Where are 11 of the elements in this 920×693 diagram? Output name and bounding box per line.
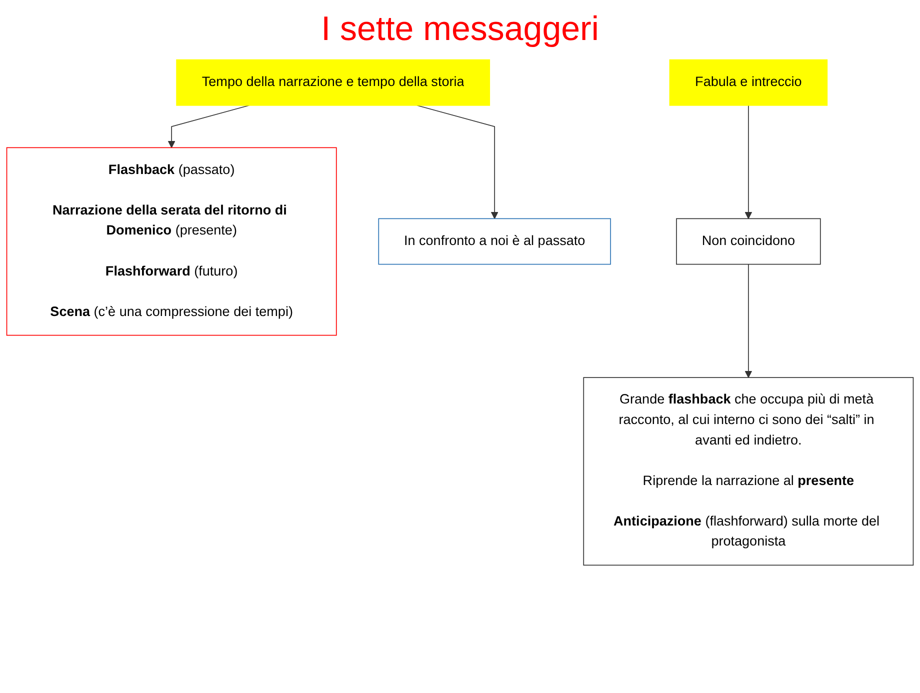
node-box: Non coincidono <box>676 218 821 265</box>
node-box: Fabula e intreccio <box>669 59 828 106</box>
node-box: In confronto a noi è al passato <box>378 218 611 265</box>
arrow <box>744 264 752 378</box>
arrow <box>416 104 498 219</box>
node-box: Flashback (passato) Narrazione della serata del ritorno di Domenico (presente) Flashforward (futuro) Scena (c’è una compressione dei tempi) <box>6 147 337 336</box>
arrow <box>744 104 752 219</box>
arrow <box>168 104 250 148</box>
node-box: Tempo della narrazione e tempo della storia <box>176 59 490 106</box>
node-box: Grande flashback che occupa più di metà racconto, al cui interno ci sono dei “salti” in avanti ed indietro. Riprende la narrazione al presente Anticipazione (flashforward) sulla morte del protagonista <box>583 377 914 566</box>
diagram-title: I sette messaggeri <box>320 10 600 49</box>
